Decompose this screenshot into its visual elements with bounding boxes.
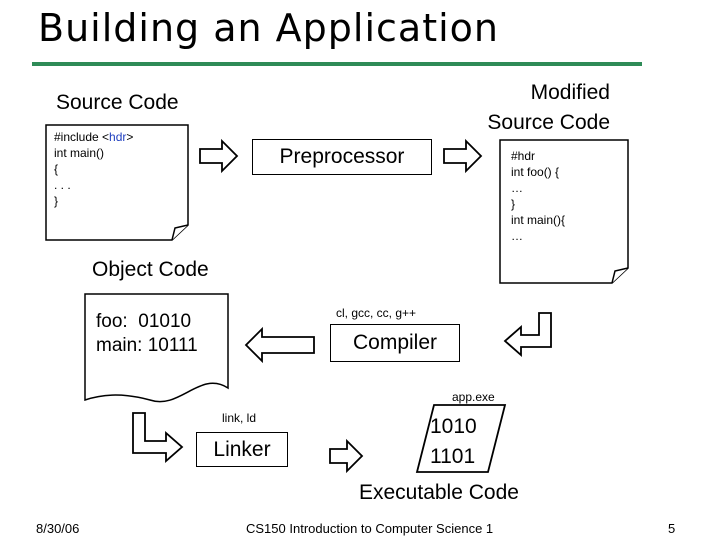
- source-document-fold: [171, 224, 189, 241]
- executable-code-label: Executable Code: [359, 481, 519, 504]
- source-code-label: Source Code: [56, 91, 179, 114]
- executable-filename: app.exe: [452, 390, 495, 404]
- compiler-tools-note: cl, gcc, cc, g++: [336, 306, 417, 320]
- executable-code-text: 1010 1101: [430, 415, 477, 468]
- source-code-line1-pre: #include <: [54, 130, 110, 144]
- source-code-text: #include <hdr> int main() { . . . }: [54, 129, 133, 209]
- footer-course: CS150 Introduction to Computer Science 1: [246, 521, 494, 536]
- object-document: [84, 293, 229, 403]
- footer-page-number: 5: [668, 521, 676, 536]
- linker-box: Linker: [196, 432, 288, 467]
- arrow-object-to-linker: [132, 412, 184, 463]
- linker-tools-note: link, ld: [222, 411, 257, 425]
- modified-document-fold: [611, 267, 629, 284]
- arrow-source-to-preprocessor: [199, 138, 239, 174]
- modified-source-label: Modified Source Code: [487, 81, 610, 134]
- source-code-line1-post: >: [126, 130, 134, 144]
- arrow-modified-to-compiler: [503, 312, 552, 357]
- executable-shape: [415, 404, 507, 473]
- arrow-preprocessor-to-modified: [443, 138, 483, 174]
- arrow-linker-to-exe: [329, 438, 364, 474]
- footer-date: 8/30/06: [36, 521, 80, 536]
- slide-title: Building an Application: [38, 6, 500, 50]
- modified-source-code: #hdr int foo() { … } int main(){ …: [511, 149, 566, 243]
- compiler-box: Compiler: [330, 324, 460, 362]
- source-code-rest: int main() { . . . }: [54, 146, 105, 208]
- preprocessor-box: Preprocessor: [252, 139, 432, 175]
- source-code-line1-hi: hdr: [109, 130, 127, 144]
- title-underline: [32, 62, 642, 66]
- arrow-compiler-to-object: [244, 326, 315, 364]
- object-code-label: Object Code: [92, 258, 209, 281]
- object-code-text: foo: 01010 main: 10111: [96, 311, 198, 356]
